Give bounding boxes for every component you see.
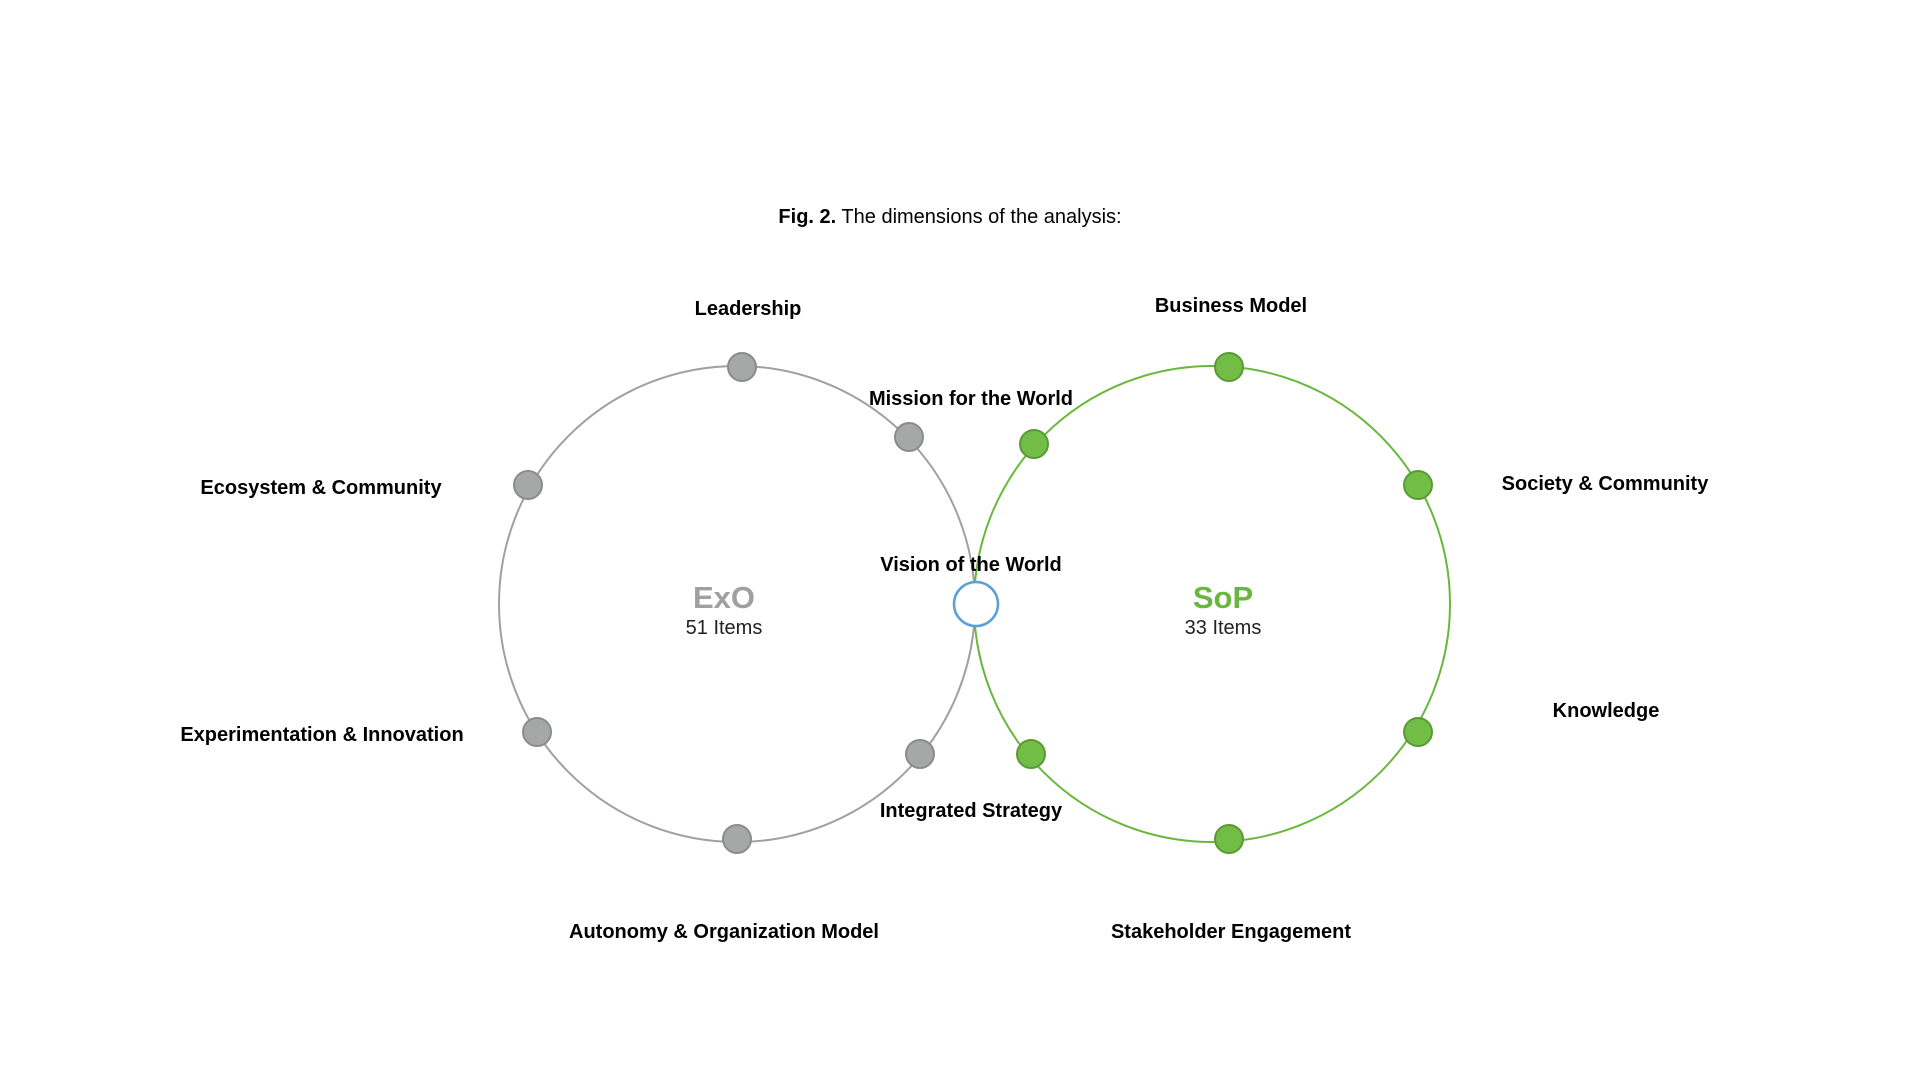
label-leadership: Leadership (695, 298, 802, 320)
label-society: Society & Community (1502, 473, 1710, 495)
label-vision: Vision of the World (880, 554, 1061, 576)
label-autonomy: Autonomy & Organization Model (569, 921, 879, 943)
node-knowledge[interactable] (1403, 717, 1433, 747)
node-leadership[interactable] (727, 352, 757, 382)
node-experimentation[interactable] (522, 717, 552, 747)
figure-caption: Fig. 2. The dimensions of the analysis: (0, 206, 1920, 229)
label-business-model: Business Model (1155, 295, 1307, 317)
node-stakeholder[interactable] (1214, 824, 1244, 854)
figure-caption-text: The dimensions of the analysis: (841, 206, 1122, 228)
exo-count: 51 Items (686, 617, 763, 639)
sop-count: 33 Items (1185, 617, 1262, 639)
node-autonomy[interactable] (722, 824, 752, 854)
label-mission: Mission for the World (869, 388, 1073, 410)
label-stakeholder: Stakeholder Engagement (1111, 921, 1351, 943)
sop-title: SoP (1193, 580, 1253, 615)
exo-title: ExO (693, 580, 755, 615)
node-business-model[interactable] (1214, 352, 1244, 382)
node-vision[interactable] (952, 580, 1000, 628)
node-mission[interactable] (894, 422, 924, 452)
figure-number: Fig. 2. (778, 206, 837, 228)
label-experimentation: Experimentation & Innovation (180, 724, 463, 746)
node-strategy-exo[interactable] (905, 739, 935, 769)
node-strategy-sop[interactable] (1016, 739, 1046, 769)
label-strategy: Integrated Strategy (880, 800, 1063, 822)
label-knowledge: Knowledge (1553, 700, 1660, 722)
node-society[interactable] (1403, 470, 1433, 500)
node-ecosystem[interactable] (513, 470, 543, 500)
node-mission-sop[interactable] (1019, 429, 1049, 459)
label-ecosystem: Ecosystem & Community (200, 477, 442, 499)
